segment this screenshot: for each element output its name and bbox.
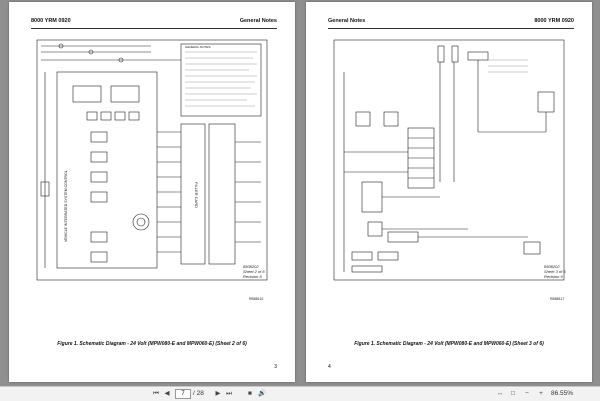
left-sheet-reference: 8508202 Sheet 2 of 6 Revision 6 <box>243 264 265 279</box>
stop-icon[interactable]: ■ <box>248 390 252 397</box>
fit-width-icon[interactable]: ↔ <box>496 390 504 397</box>
zoom-out-icon[interactable]: − <box>525 390 529 397</box>
left-header-rule <box>31 28 277 29</box>
last-page-icon[interactable]: ⏭ <box>226 390 232 397</box>
page-number-input[interactable]: 7 <box>175 389 191 399</box>
page-left: 8000 YRM 0920 General Notes <box>9 2 295 382</box>
right-figure-caption: Figure 1. Schematic Diagram - 24 Volt (M… <box>354 341 544 347</box>
page-total: / 28 <box>193 390 204 397</box>
zoom-in-icon[interactable]: + <box>539 390 543 397</box>
left-diagram-code: RB88110 <box>249 297 264 301</box>
fit-page-icon[interactable]: □ <box>511 390 515 397</box>
first-page-icon[interactable]: ⏮ <box>153 390 159 397</box>
volume-icon[interactable]: 🔊 <box>258 390 267 397</box>
vehicle-control-label: VEHICLE INTEGRATED SYSTEM CONTROL <box>64 170 68 242</box>
notes-title: GENERAL NOTES: <box>185 45 211 49</box>
schematic-diagram-sheet-3 <box>333 39 565 281</box>
right-sheet-reference: 8508202 Sheet 3 of 6 Revision 6 <box>544 264 566 279</box>
left-page-number: 3 <box>274 364 277 370</box>
previous-page-icon[interactable]: ◀ <box>164 390 170 397</box>
left-header-code: 8000 YRM 0920 <box>31 18 71 24</box>
left-header-title: General Notes <box>239 18 277 24</box>
viewer-toolbar: ⏮ ◀ 7 / 28 ▶ ⏭ ■ 🔊 ↔ □ − + 86.55% <box>0 386 600 401</box>
zoom-level[interactable]: 86.55% <box>551 390 574 397</box>
right-page-number: 4 <box>328 364 331 370</box>
schematic-diagram-sheet-2: GENERAL NOTES: FILLER CARD VEHICLE INTEG… <box>36 39 268 281</box>
right-diagram-code: RB88117 <box>550 297 565 301</box>
left-figure-caption: Figure 1. Schematic Diagram - 24 Volt (M… <box>57 341 247 347</box>
right-header-code: 8000 YRM 0920 <box>534 18 574 24</box>
right-header-rule <box>328 28 574 29</box>
filler-card-label: FILLER CARD <box>194 182 199 208</box>
page-right: General Notes 8000 YRM 0920 <box>306 2 592 382</box>
next-page-icon[interactable]: ▶ <box>215 390 221 397</box>
right-header-title: General Notes <box>328 18 366 24</box>
document-viewport[interactable]: 8000 YRM 0920 General Notes <box>0 0 600 386</box>
